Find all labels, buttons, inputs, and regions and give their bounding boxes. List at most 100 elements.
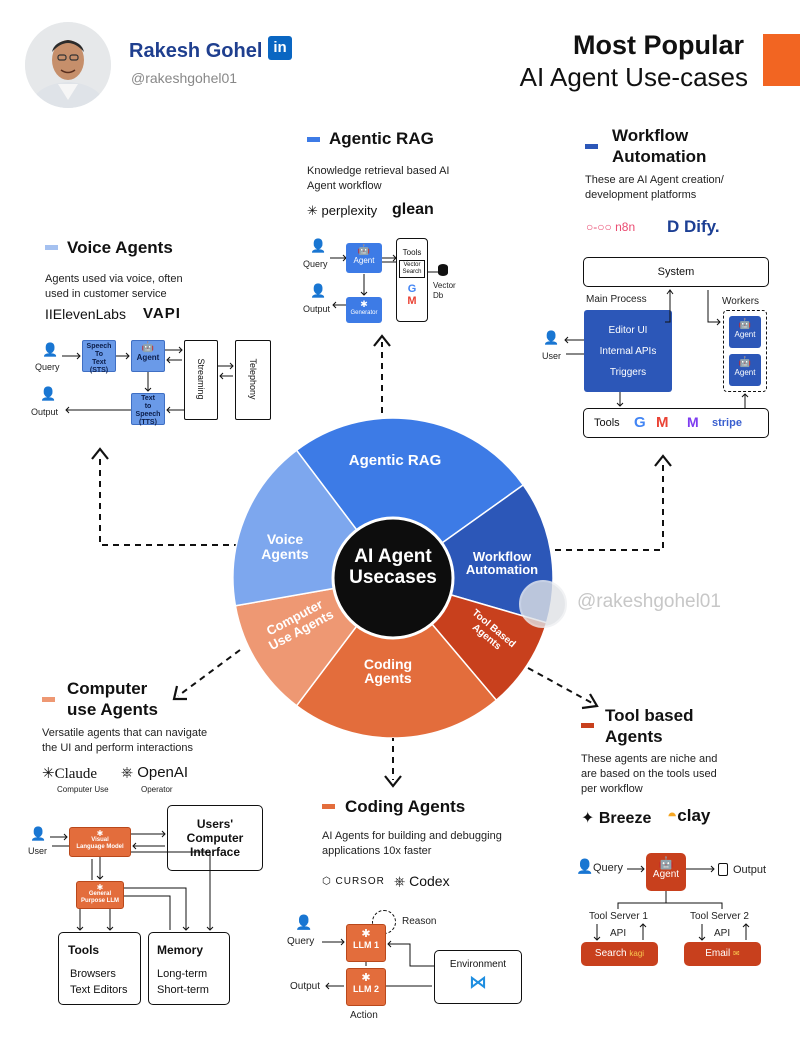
vscode-icon: ⋈ <box>469 972 487 992</box>
coding-color-bar <box>322 804 335 809</box>
toolbased-output-label: Output <box>733 864 767 876</box>
robot-icon: 🤖 <box>738 319 752 330</box>
voice-query-label: Query <box>35 362 60 372</box>
claude-icon: ✳ <box>42 766 55 782</box>
generator-icon: ✱ <box>360 299 368 309</box>
claude-sub-label: Computer Use <box>57 785 109 794</box>
cursor-logo: ⬡ CURSOR <box>322 876 385 887</box>
wheel-segment-rag <box>295 418 525 580</box>
openai-sub-label: Operator <box>141 785 173 794</box>
gmail-icon: M <box>656 414 669 431</box>
coding-query-label: Query <box>287 936 315 947</box>
rag-color-bar <box>307 137 320 142</box>
workflow-user-icon: 👤 <box>543 330 560 345</box>
openai-logo: ⎈ OpenAI <box>121 764 189 781</box>
toolbased-search-block: Search kagi <box>581 942 658 966</box>
workflow-workers-label: Workers <box>722 296 760 307</box>
codex-icon: ⎈ <box>394 873 406 889</box>
voice-telephony-box <box>235 340 271 420</box>
toolbased-email-block: Email ✉ <box>684 942 761 966</box>
accent-square <box>763 34 800 86</box>
app-icon: ✉ <box>733 949 740 958</box>
workflow-workers-frame <box>723 310 767 392</box>
toolbased-server1-label: Tool Server 1 <box>589 911 648 922</box>
computer-color-bar <box>42 697 55 702</box>
dify-logo: D Dify. <box>667 217 720 236</box>
gmail-icon: M <box>407 295 417 307</box>
workflow-desc: These are AI Agent creation/development … <box>585 174 724 201</box>
codex-logo: ⎈ Codex <box>394 873 450 889</box>
vapi-logo: VAPI <box>143 305 181 322</box>
voice-agent-block: 🤖Agent <box>131 340 165 372</box>
toolbased-api1-label: API <box>610 928 627 939</box>
page-title-line1: Most Popular <box>572 30 744 60</box>
clay-logo: ◓clay <box>667 806 711 825</box>
wheel-label-rag: Agentic RAG <box>348 452 442 469</box>
google-icon: G <box>407 283 417 295</box>
coding-output-label: Output <box>290 981 321 992</box>
voice-title: Voice Agents <box>67 238 173 257</box>
toolbased-server2-label: Tool Server 2 <box>690 911 749 922</box>
robot-icon: 🤖 <box>738 357 752 368</box>
claude-logo: ✳Claude <box>42 766 98 782</box>
coding-title: Coding Agents <box>345 797 466 816</box>
perplexity-icon: ✳ <box>307 203 318 218</box>
coding-query-user-icon: 👤 <box>295 914 313 930</box>
workflow-main-process-label: Main Process <box>586 294 647 305</box>
watermark-handle: @rakeshgohel01 <box>577 591 721 612</box>
robot-icon: 🤖 <box>357 245 371 256</box>
dify-icon: D <box>667 217 680 236</box>
coding-environment-box: Environment ⋈ <box>434 950 522 1004</box>
coding-reason-label: Reason <box>402 916 437 927</box>
workflow-color-bar <box>585 144 598 149</box>
n8n-logo: ○-○○ n8n <box>586 220 636 234</box>
robot-icon: 🤖 <box>658 856 674 870</box>
output-document-icon <box>718 863 728 876</box>
model-icon: ✱ <box>96 883 104 892</box>
cursor-icon: ⬡ <box>322 876 332 887</box>
toolbased-query-user-icon: 👤 <box>576 858 594 874</box>
model-icon: ✱ <box>96 829 104 838</box>
computer-user-icon: 👤 <box>30 826 47 841</box>
watermark-avatar <box>519 580 567 628</box>
workflow-system-box: System <box>583 257 769 287</box>
model-icon: ✱ <box>361 972 371 984</box>
n8n-icon: ○-○○ <box>586 220 612 234</box>
voice-output-label: Output <box>31 407 59 417</box>
author-avatar <box>25 22 111 108</box>
linkedin-icon[interactable]: in <box>268 36 292 60</box>
wheel-segment-coding <box>295 576 498 738</box>
page-title-line2: AI Agent Use-cases <box>519 62 748 92</box>
rag-output-label: Output <box>303 304 331 314</box>
rag-user-icon: 👤 <box>310 238 327 253</box>
voice-query-user-icon: 👤 <box>42 342 59 357</box>
workflow-worker-agent-1: 🤖Agent <box>729 316 761 348</box>
workflow-worker-agent-2: 🤖Agent <box>729 354 761 386</box>
workflow-tools-box: Tools G M M stripe <box>583 408 769 438</box>
toolbased-agent-block: 🤖Agent <box>646 853 686 891</box>
toolbased-query-label: Query <box>593 862 623 874</box>
